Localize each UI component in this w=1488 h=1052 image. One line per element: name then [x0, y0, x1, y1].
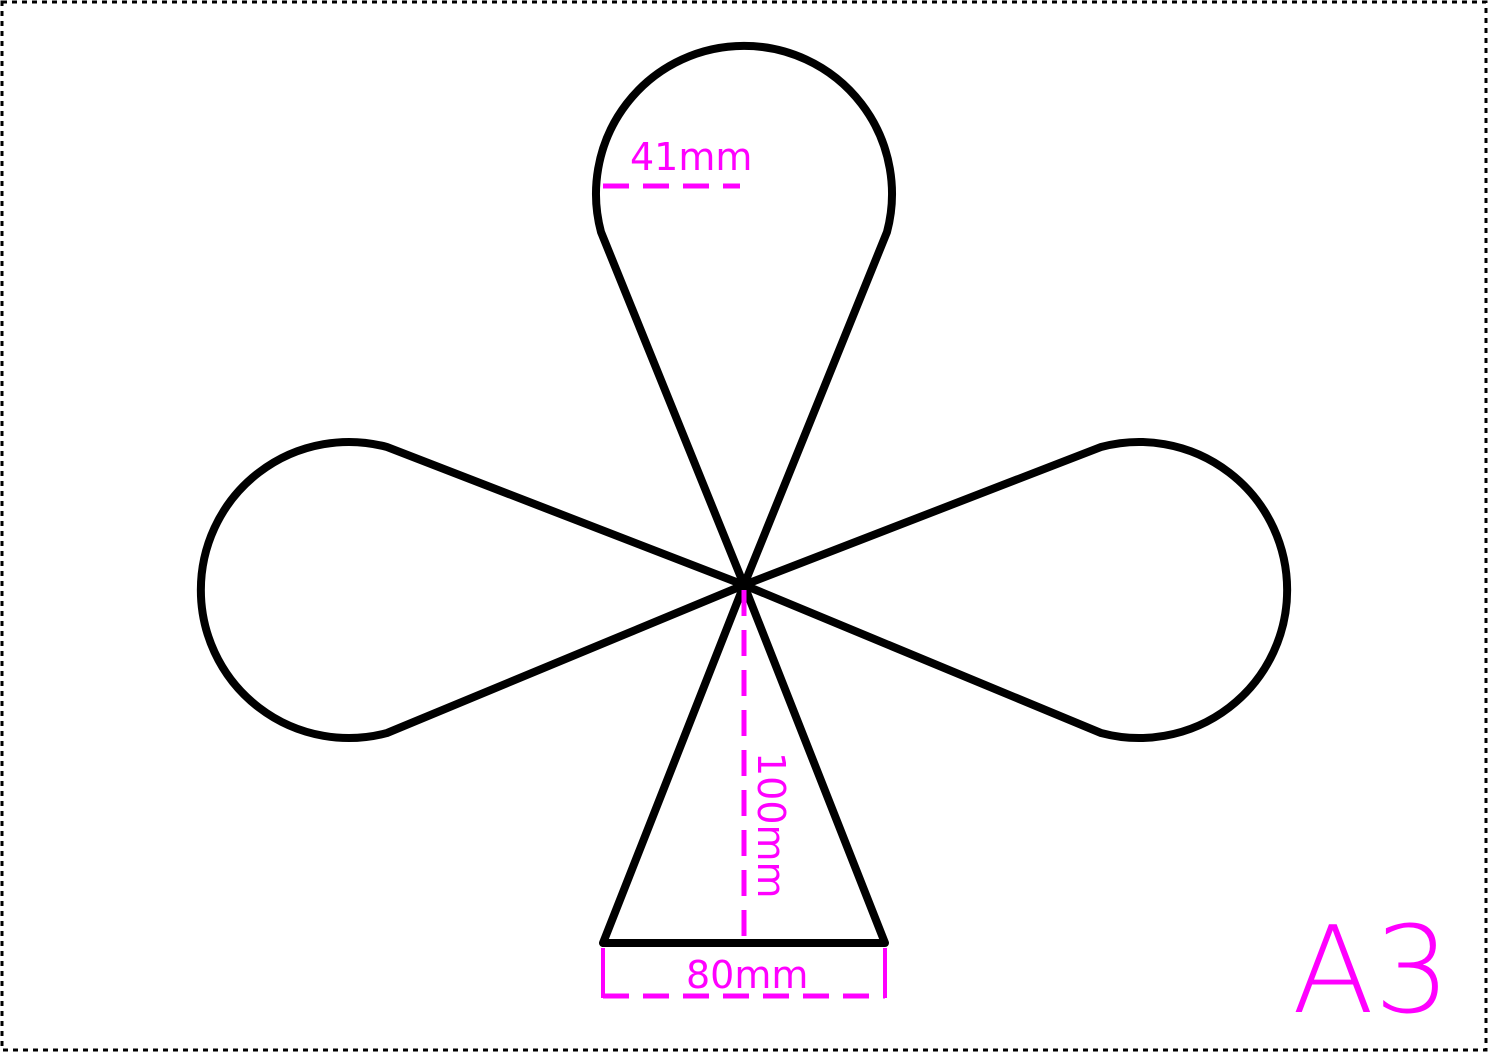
width-dimension — [601, 948, 887, 999]
radius-label: 41mm — [630, 135, 752, 179]
height-label: 100mm — [749, 752, 793, 899]
clover-shape — [196, 41, 1292, 947]
lobe-right — [740, 438, 1292, 742]
lobe-top — [592, 41, 896, 589]
lobe-left — [196, 438, 748, 742]
sheet-size-label: A3 — [1292, 902, 1450, 1041]
stem-triangle — [599, 581, 889, 947]
width-label: 80mm — [686, 953, 808, 997]
